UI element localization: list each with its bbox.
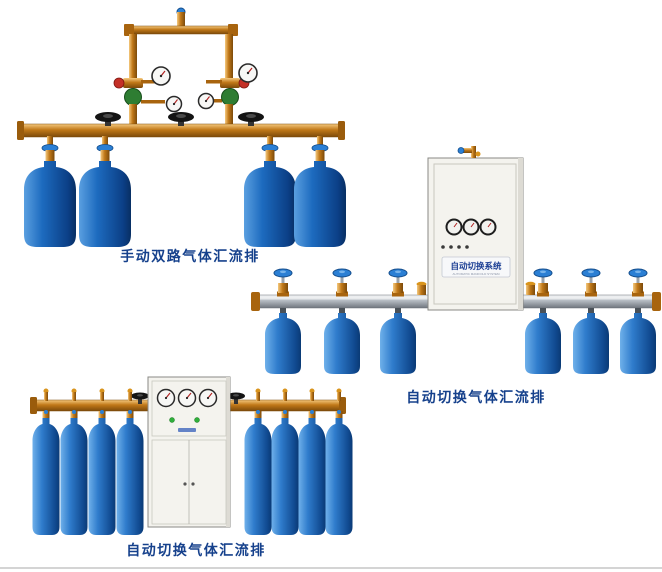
pressure-gauge [198,388,218,408]
pressure-gauge [445,218,463,236]
pipe-end-cap [338,121,345,140]
illustration-manual-dual-manifold [17,7,346,247]
pressure-regulator-left [113,77,165,106]
header-pipe [124,24,238,80]
gas-cylinder [244,418,272,535]
pressure-gauge [462,218,480,236]
hand-valve [238,112,264,126]
cylinder-valve-assembly [388,268,408,316]
pipe-end-cap [339,397,346,414]
cylinder-valve-assembly [533,268,553,316]
pipe-end-cap [17,121,24,140]
pipe-fitting [43,388,133,401]
cylinder-valve-assembly [628,268,648,316]
cylinder-valve [254,410,343,419]
product-caption-auto-switch-wall: 自动切换气体汇流排 [406,389,546,405]
indicator-lights [441,245,469,249]
gas-cylinder [116,418,144,535]
gas-cylinder [88,418,116,535]
cylinder-valve-assembly [273,268,293,316]
gas-cylinder [271,418,299,535]
illustration-auto-switch-manifold-floor [30,376,353,535]
pressure-gauge [156,388,176,408]
manifold-pipe [17,121,345,140]
pressure-gauge [151,66,171,86]
pipe-end-cap [251,292,260,311]
down-pipe-right [225,104,233,126]
gas-cylinder [298,418,326,535]
indicator-lights [169,417,200,423]
cylinder-valve [96,136,114,161]
pressure-gauge [479,218,497,236]
cabinet-door [151,439,227,525]
cylinder-valve [41,136,59,161]
cylinder-valve [311,136,329,161]
gas-cylinder [380,313,416,374]
product-caption-auto-switch-floor: 自动切换气体汇流排 [126,542,266,558]
pipe-fitting [525,281,536,295]
hand-valve [131,392,149,404]
cylinder-valve-assembly [332,268,352,316]
gas-cylinder [573,313,609,374]
hand-valve [95,112,121,126]
gas-cylinder [325,418,353,535]
cylinder-valve [261,136,279,161]
gas-cylinder [265,313,301,374]
pressure-gauge [165,95,183,113]
hand-valve [168,112,194,126]
product-caption-manual-dual: 手动双路气体汇流排 [120,248,260,264]
down-pipe-left [129,104,137,126]
gas-cylinder [79,161,131,247]
pipe-end-cap [30,397,37,414]
cabinet-label-en: AUTOMATIC MANIFOLD SYSTEM [453,272,500,276]
cabinet-top-fitting [457,146,481,158]
pressure-gauge [238,63,258,83]
top-outlet-fitting [176,7,186,28]
gas-cylinder [24,161,76,247]
cylinder-valve-assembly [581,268,601,316]
pressure-gauge [177,388,197,408]
pressure-gauge [197,92,215,110]
pipe-fitting [255,388,342,401]
cabinet-logo [178,428,196,432]
illustration-auto-switch-manifold-wall: 自动切换系统 AUTOMATIC MANIFOLD SYSTEM [251,146,661,374]
control-cabinet [147,376,231,528]
cabinet-label-cn: 自动切换系统 [450,261,502,271]
control-cabinet: 自动切换系统 AUTOMATIC MANIFOLD SYSTEM [427,157,524,311]
gas-cylinder [32,418,60,535]
cabinet-door [433,163,517,305]
page-bottom-rule [0,567,662,569]
cabinet-label-plate [441,256,511,278]
gas-cylinder [525,313,561,374]
pipe-fitting [416,281,427,295]
hand-valve [227,392,245,404]
gas-cylinder [60,418,88,535]
gas-cylinder [324,313,360,374]
pipe-end-cap [652,292,661,311]
gas-cylinder [620,313,656,374]
cylinder-valve [42,410,134,419]
